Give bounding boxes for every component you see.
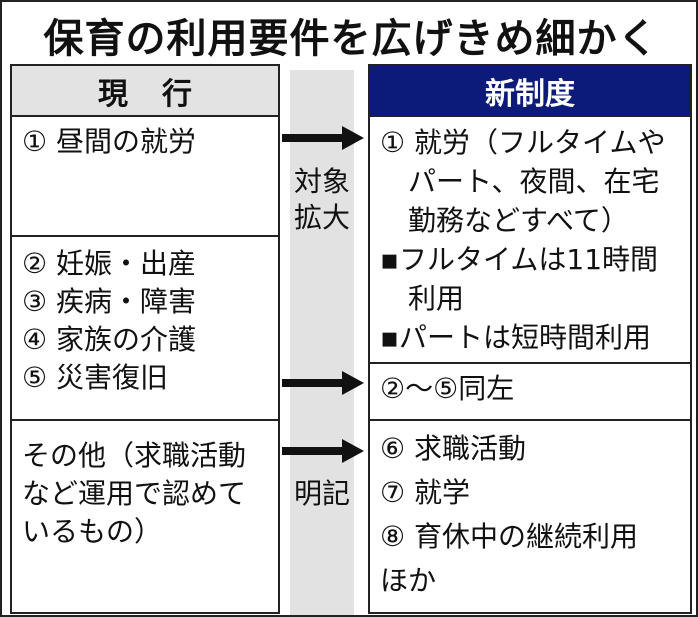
middle-band xyxy=(290,70,354,615)
current-row-2: ② 妊娠・出産 ③ 疾病・障害 ④ 家族の介護 ⑤ 災害復旧 xyxy=(12,235,278,419)
new-row-3: ⑥ 求職活動 ⑦ 就学 ⑧ 育休中の継続利用 ほか xyxy=(370,419,690,612)
current-row-3: その他（求職活動 など運用で認めて いるもの） xyxy=(12,419,278,612)
new-item: パート、夜間、在宅 xyxy=(380,165,660,198)
new-header: 新制度 xyxy=(370,66,690,117)
new-item: 利用 xyxy=(380,282,465,315)
new-row-1: ① 就労（フルタイムや パート、夜間、在宅 勤務などすべて） ▪フルタイムは11… xyxy=(370,115,690,362)
label-line: 拡大 xyxy=(293,201,350,234)
current-row-1: ① 昼間の就労 xyxy=(12,115,278,235)
label-specify: 明記 xyxy=(284,476,360,512)
new-item: 勤務などすべて） xyxy=(380,204,629,237)
new-item: ⑧ 育休中の継続利用 xyxy=(380,520,639,553)
current-item: など運用で認めて xyxy=(22,477,247,510)
new-item: ②～⑤同左 xyxy=(380,372,515,405)
new-column: 新制度 ① 就労（フルタイムや パート、夜間、在宅 勤務などすべて） ▪フルタイ… xyxy=(368,64,692,614)
current-item: いるもの） xyxy=(22,515,163,548)
new-item: ▪パートは短時間利用 xyxy=(380,321,651,354)
new-item: ① 就労（フルタイムや xyxy=(380,126,666,159)
label-line: 明記 xyxy=(293,477,350,510)
arrow-right-icon xyxy=(282,439,364,463)
new-item: ほか xyxy=(380,564,437,597)
current-item: ④ 家族の介護 xyxy=(22,323,197,356)
arrow-right-icon xyxy=(282,371,364,395)
new-row-2: ②～⑤同左 xyxy=(370,362,690,419)
current-item: ① 昼間の就労 xyxy=(22,125,197,158)
new-item: ▪フルタイムは11時間 xyxy=(380,243,659,276)
new-item: ⑥ 求職活動 xyxy=(380,432,527,465)
current-item: その他（求職活動 xyxy=(22,439,247,472)
label-line: 対象 xyxy=(293,165,350,198)
current-column: 現行 ① 昼間の就労 ② 妊娠・出産 ③ 疾病・障害 ④ 家族の介護 ⑤ 災害復… xyxy=(10,64,280,614)
current-item: ② 妊娠・出産 xyxy=(22,247,197,280)
current-item: ③ 疾病・障害 xyxy=(22,285,197,318)
label-expand: 対象 拡大 xyxy=(284,164,360,236)
arrow-right-icon xyxy=(282,126,364,150)
title: 保育の利用要件を広げきめ細かく xyxy=(43,16,659,62)
current-item: ⑤ 災害復旧 xyxy=(22,361,169,394)
current-header: 現行 xyxy=(12,66,278,117)
new-item: ⑦ 就学 xyxy=(380,476,471,509)
